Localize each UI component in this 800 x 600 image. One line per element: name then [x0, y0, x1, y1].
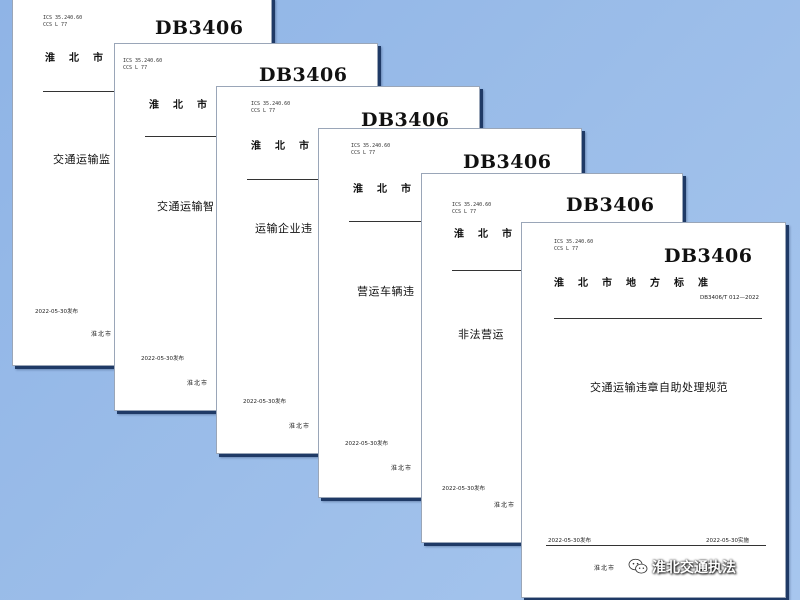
region-name: 淮北市 [353, 184, 425, 195]
standard-number: DB3406/T 012—2022 [700, 295, 759, 301]
region-name: 淮北市 [45, 53, 117, 64]
issuer: 淮北市 [494, 502, 516, 509]
region-name: 淮北市地方标准 [554, 278, 722, 289]
document-title: 营运车辆违 [357, 285, 415, 298]
implement-date: 2022-05-30实施 [706, 538, 749, 544]
publish-date: 2022-05-30发布 [243, 399, 286, 405]
document-title: 非法营运 [458, 328, 504, 341]
issuer: 淮北市 [187, 380, 209, 387]
publish-date: 2022-05-30发布 [141, 356, 184, 362]
publish-date: 2022-05-30发布 [548, 538, 591, 544]
db-code: DB3406 [259, 64, 348, 86]
db-code: DB3406 [361, 109, 450, 131]
document-title: 交通运输违章自助处理规范 [590, 381, 728, 394]
account-watermark: 淮北交通执法 [628, 556, 736, 578]
db-code: DB3406 [155, 17, 244, 39]
issuer: 淮北市 [289, 423, 311, 430]
document-title: 运输企业违 [255, 222, 313, 235]
watermark-text: 淮北交通执法 [652, 560, 736, 576]
issuer: 淮北市 [391, 465, 413, 472]
wechat-icon [628, 558, 648, 574]
region-name: 淮北市 [149, 100, 221, 111]
region-name: 淮北市 [454, 229, 526, 240]
document-title: 交通运输监 [53, 153, 111, 166]
db-code: DB3406 [463, 151, 552, 173]
issuer: 淮北市 [91, 331, 113, 338]
region-name: 淮北市 [251, 141, 323, 152]
publish-date: 2022-05-30发布 [442, 486, 485, 492]
publish-date: 2022-05-30发布 [35, 309, 78, 315]
db-code: DB3406 [566, 194, 655, 216]
header-rule [554, 318, 762, 319]
document-title: 交通运输智 [157, 200, 215, 213]
issuer: 淮北市 [594, 565, 616, 572]
db-code: DB3406 [664, 245, 753, 267]
footer-rule [546, 545, 766, 546]
publish-date: 2022-05-30发布 [345, 441, 388, 447]
